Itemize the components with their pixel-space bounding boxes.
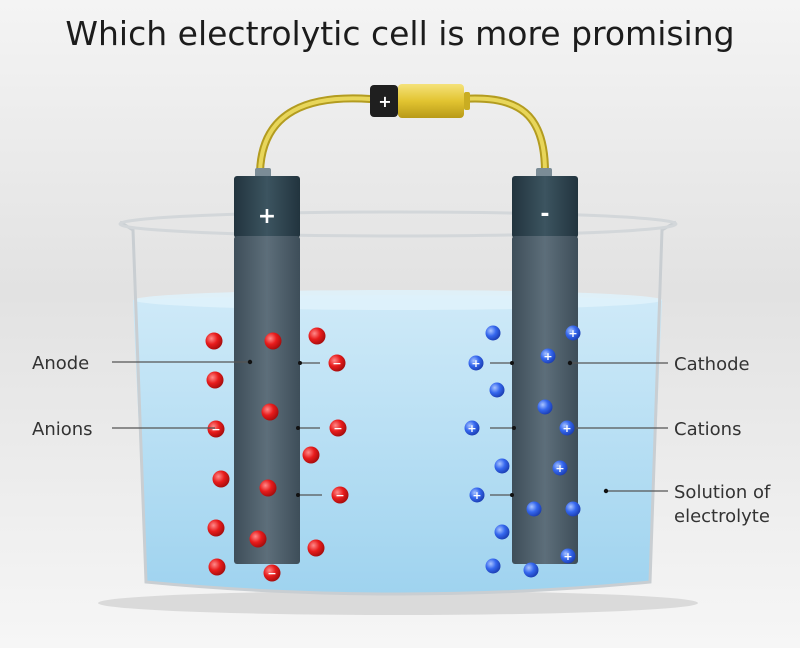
label-solution-line2: electrolyte xyxy=(674,506,770,527)
anion-ion xyxy=(208,558,226,576)
cation-ion xyxy=(494,524,510,540)
beaker-rim xyxy=(118,210,678,238)
beaker xyxy=(119,220,677,596)
anion-ion-sign: − xyxy=(267,567,276,580)
cation-ion: + xyxy=(469,487,485,503)
cation-ion xyxy=(565,501,581,517)
cation-ion: + xyxy=(540,348,556,364)
anion-ion xyxy=(302,446,320,464)
label-cathode: Cathode xyxy=(674,354,750,375)
cation-ion: + xyxy=(464,420,480,436)
cation-ion xyxy=(523,562,539,578)
cation-ion: + xyxy=(560,548,576,564)
anion-ion: − xyxy=(329,419,347,437)
cation-ion-sign: + xyxy=(467,422,476,435)
leader-lines xyxy=(112,361,668,496)
cation-ion: + xyxy=(559,420,575,436)
anion-ion xyxy=(261,403,279,421)
anion-ion: − xyxy=(331,486,349,504)
label-anode: Anode xyxy=(32,353,89,374)
liquid-surface xyxy=(134,290,662,310)
cation-ion: + xyxy=(565,325,581,341)
cation-ion xyxy=(537,399,553,415)
anion-ion xyxy=(206,371,224,389)
anion-ion-sign: − xyxy=(335,489,344,502)
cation-ion xyxy=(494,458,510,474)
battery-plus-sign: + xyxy=(378,92,391,111)
cation-ion xyxy=(485,325,501,341)
battery: + xyxy=(370,84,470,118)
label-solution-line1: Solution of xyxy=(674,482,771,503)
anode-plus-sign: + xyxy=(258,204,276,229)
anion-ion: − xyxy=(263,564,281,582)
label-anions: Anions xyxy=(32,419,93,440)
cation-ion: + xyxy=(468,355,484,371)
diagram-title: Which electrolytic cell is more promisin… xyxy=(65,14,735,53)
anion-ion-sign: − xyxy=(211,423,220,436)
cation-ion xyxy=(489,382,505,398)
anion-ion xyxy=(249,530,267,548)
leader-dots xyxy=(247,359,609,497)
anions-group: − − − − − xyxy=(205,327,349,582)
cation-ion-sign: + xyxy=(471,357,480,370)
anion-ion xyxy=(207,519,225,537)
anion-ion xyxy=(205,332,223,350)
cation-ion xyxy=(526,501,542,517)
cation-ion-sign: + xyxy=(563,550,572,563)
anion-ion xyxy=(259,479,277,497)
anion-ion-sign: − xyxy=(333,422,342,435)
beaker-shadow xyxy=(98,591,698,615)
cathode-minus-sign: - xyxy=(540,202,549,227)
cation-ion-sign: + xyxy=(543,350,552,363)
anion-ion xyxy=(264,332,282,350)
label-cations: Cations xyxy=(674,419,741,440)
anion-ion: − xyxy=(207,420,225,438)
anion-ion-sign: − xyxy=(332,357,341,370)
cation-ion-sign: + xyxy=(555,462,564,475)
cation-ion-sign: + xyxy=(568,327,577,340)
anion-ion xyxy=(308,327,326,345)
cation-ion: + xyxy=(552,460,568,476)
cations-group: + + + + + + + + xyxy=(464,325,581,578)
cation-ion xyxy=(485,558,501,574)
anode-electrode: + xyxy=(234,168,300,564)
cation-ion-sign: + xyxy=(562,422,571,435)
anion-ion xyxy=(212,470,230,488)
anion-ion xyxy=(307,539,325,557)
anion-ion: − xyxy=(328,354,346,372)
cation-ion-sign: + xyxy=(472,489,481,502)
